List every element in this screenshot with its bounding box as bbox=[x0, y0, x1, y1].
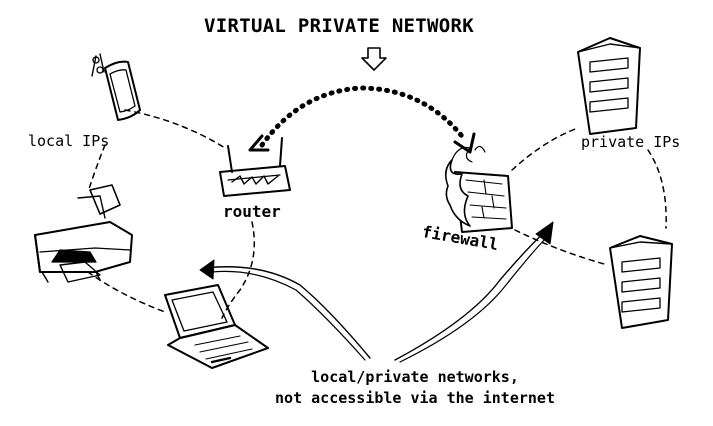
internet-arrow-left-head bbox=[199, 259, 215, 280]
mobile-phone-icon bbox=[91, 53, 141, 121]
router-icon bbox=[219, 137, 291, 197]
link-phone-router bbox=[124, 109, 226, 149]
printer-icon bbox=[34, 184, 133, 283]
link-printer-laptop bbox=[87, 271, 166, 313]
link-router-laptop bbox=[221, 221, 255, 319]
private-ips-label: private IPs bbox=[581, 133, 681, 151]
firewall-icon bbox=[444, 145, 513, 233]
link-localips-printer bbox=[87, 144, 106, 193]
caption-line-1: local/private networks, bbox=[311, 368, 519, 386]
caption-line-2: not accessible via the internet bbox=[275, 389, 555, 407]
vpn-tunnel bbox=[259, 85, 468, 148]
diagram-title: VIRTUAL PRIVATE NETWORK bbox=[204, 15, 474, 37]
link-firewall-server-bottom bbox=[514, 229, 609, 266]
router-label: router bbox=[223, 202, 281, 221]
tunnel-arrowhead-left bbox=[248, 134, 270, 152]
internet-arrow-right bbox=[394, 231, 546, 361]
internet-arrow-right-head bbox=[535, 221, 554, 245]
internet-arrow-right-2 bbox=[399, 235, 549, 363]
local-ips-label: local IPs bbox=[28, 132, 110, 150]
internet-arrow-left bbox=[204, 266, 371, 359]
internet-arrow-left-2 bbox=[211, 270, 366, 361]
server-icon-top bbox=[577, 37, 641, 135]
tunnel-arrowhead-right bbox=[453, 132, 476, 154]
laptop-icon bbox=[164, 284, 269, 369]
server-icon-bottom bbox=[609, 235, 673, 329]
caption: local/private networks, not accessible v… bbox=[240, 367, 590, 409]
down-arrow-icon bbox=[361, 47, 387, 71]
link-firewall-server-top bbox=[511, 127, 579, 171]
link-servers bbox=[647, 149, 667, 229]
